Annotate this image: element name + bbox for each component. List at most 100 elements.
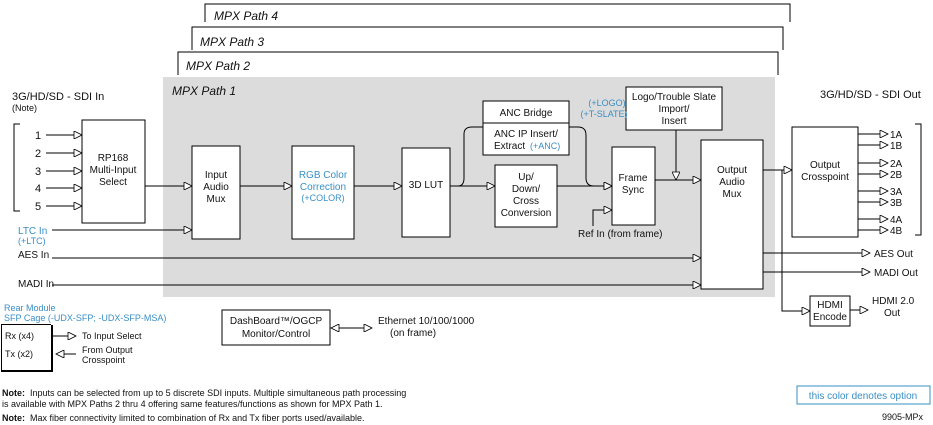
- input-audio-mux-line-3: Mux: [207, 194, 226, 205]
- updown-line-4: Conversion: [501, 208, 552, 219]
- note-2-text: Max fiber connectivity limited to combin…: [30, 413, 365, 423]
- logo-line-1: Logo/Trouble Slate: [632, 92, 717, 103]
- sdi-out-2a: 2A: [890, 159, 903, 170]
- sdi-output-lines: 1A 1B 2A 2B 3A 3B 4A 4B: [858, 130, 903, 237]
- mpx-path-4-frame: MPX Path 4: [204, 3, 791, 23]
- sdi-out-2b: 2B: [890, 170, 903, 181]
- rear-module-title: Rear Module: [4, 303, 56, 313]
- output-crosspoint-block: [791, 126, 859, 238]
- output-audio-mux-line-1: Output: [717, 165, 747, 176]
- logo-slate-block: [625, 86, 723, 131]
- dashboard-block: [221, 309, 331, 346]
- frame-sync-line-1: Frame: [619, 173, 648, 184]
- hdmi-encode-block: [809, 295, 851, 327]
- output-audio-mux-line-3: Mux: [723, 189, 742, 200]
- sdi-input-3-label: 3: [35, 166, 41, 178]
- dashboard-line-1: DashBoard™/OGCP: [230, 316, 323, 327]
- ref-in-label: Ref In (from frame): [578, 229, 662, 240]
- rgb-color-line-1: RGB Color: [299, 170, 348, 181]
- updown-line-1: Up/: [518, 172, 534, 183]
- sdi-out-3b: 3B: [890, 198, 903, 209]
- updown-cross-block: [494, 164, 558, 228]
- mpx-path-2-label: MPX Path 2: [186, 59, 250, 73]
- frame-sync-block: [611, 146, 656, 226]
- note-1-line-1: Inputs can be selected from up to 5 disc…: [30, 388, 406, 398]
- mpx-path-3-frame: MPX Path 3: [191, 26, 784, 50]
- note-2-label: Note:: [2, 413, 25, 423]
- hdmi-out-line-2: Out: [884, 308, 900, 319]
- sdi-out-3a: 3A: [890, 187, 903, 198]
- hdmi-encode-line-2: Encode: [813, 312, 847, 323]
- input-audio-mux-block: [191, 145, 241, 240]
- sdi-out-4a: 4A: [890, 215, 903, 226]
- ltc-in-label: LTC In: [18, 226, 47, 237]
- rear-from-output-line-2: Crosspoint: [82, 355, 126, 365]
- sdi-in-note: (Note): [12, 103, 37, 113]
- hdmi-encode-line-1: HDMI: [817, 300, 843, 311]
- sdi-input-2-label: 2: [35, 148, 41, 160]
- output-crosspoint-line-2: Crosspoint: [801, 172, 849, 183]
- logo-option-2: (+T-SLATE): [580, 109, 627, 119]
- ltc-in-option: (+LTC): [18, 236, 46, 246]
- output-audio-mux-line-2: Audio: [719, 177, 745, 188]
- note-1-line-2: is available with MPX Paths 2 thru 4 off…: [2, 399, 383, 409]
- frame-sync-line-2: Sync: [622, 185, 644, 196]
- ref-in-line: [592, 210, 612, 226]
- anc-ip-line-1: ANC IP Insert/: [494, 129, 558, 140]
- 3d-lut-label: 3D LUT: [409, 180, 443, 191]
- sdi-out-title: 3G/HD/SD - SDI Out: [820, 89, 921, 101]
- rgb-color-line-2: Correction: [300, 182, 346, 193]
- rp168-line-1: RP168: [98, 153, 129, 164]
- sdi-in-bracket: [13, 123, 20, 212]
- rp168-block: [81, 119, 146, 224]
- updown-line-2: Down/: [512, 184, 541, 195]
- note-1-label: Note:: [2, 388, 25, 398]
- mpx-path-4-label: MPX Path 4: [214, 9, 278, 23]
- input-audio-mux-line-1: Input: [205, 170, 227, 181]
- logo-line-3: Insert: [661, 116, 686, 127]
- sdi-input-5-label: 5: [35, 201, 41, 213]
- output-crosspoint-line-1: Output: [810, 160, 840, 171]
- logo-line-2: Import/: [658, 104, 689, 115]
- mpx-path-2-frame: MPX Path 2: [177, 51, 779, 75]
- sdi-out-4b: 4B: [890, 226, 903, 237]
- rear-to-input-select: To Input Select: [82, 331, 142, 341]
- 3d-lut-block: [401, 147, 451, 238]
- sdi-out-1b: 1B: [890, 141, 903, 152]
- option-legend-text: this color denotes option: [809, 391, 917, 402]
- anc-ip-line-2: Extract: [494, 141, 525, 152]
- sdi-in-title: 3G/HD/SD - SDI In: [12, 91, 104, 103]
- rp168-line-3: Select: [99, 177, 127, 188]
- sdi-input-1-label: 1: [35, 130, 41, 142]
- sdi-out-bracket: [915, 123, 922, 236]
- madi-out-label: MADI Out: [874, 268, 918, 279]
- crosspoint-to-hdmi-line: [781, 170, 810, 311]
- anc-option: (+ANC): [530, 141, 560, 151]
- aes-in-label: AES In: [18, 250, 49, 261]
- mpx-path-1-label: MPX Path 1: [172, 84, 236, 98]
- sdi-input-4-label: 4: [35, 183, 41, 195]
- rgb-color-option: (+COLOR): [301, 193, 344, 203]
- rp168-line-2: Multi-Input: [90, 165, 137, 176]
- rgb-color-correction-block: [291, 145, 355, 240]
- rear-module-sfp: SFP Cage (-UDX-SFP; -UDX-SFP-MSA): [4, 313, 166, 323]
- rear-from-output-line-1: From Output: [82, 345, 133, 355]
- model-id: 9905-MPx: [882, 412, 924, 422]
- rear-module-tx: Tx (x2): [5, 349, 33, 359]
- logo-option-1: (+LOGO): [588, 98, 625, 108]
- dashboard-line-2: Monitor/Control: [242, 329, 310, 340]
- rear-module-rx: Rx (x4): [5, 331, 34, 341]
- sdi-input-lines: 1 2 3 4 5: [35, 130, 82, 213]
- output-audio-mux-block: [700, 139, 764, 290]
- anc-bridge-block: [482, 100, 570, 156]
- input-audio-mux-line-2: Audio: [203, 182, 229, 193]
- updown-line-3: Cross: [513, 196, 539, 207]
- aes-out-label: AES Out: [874, 249, 913, 260]
- ethernet-line-1: Ethernet 10/100/1000: [378, 316, 475, 327]
- option-legend-box: [796, 385, 931, 405]
- sdi-out-1a: 1A: [890, 130, 903, 141]
- madi-in-label: MADI In: [18, 279, 54, 290]
- mpx-path-3-label: MPX Path 3: [200, 35, 264, 49]
- hdmi-out-line-1: HDMI 2.0: [872, 296, 915, 307]
